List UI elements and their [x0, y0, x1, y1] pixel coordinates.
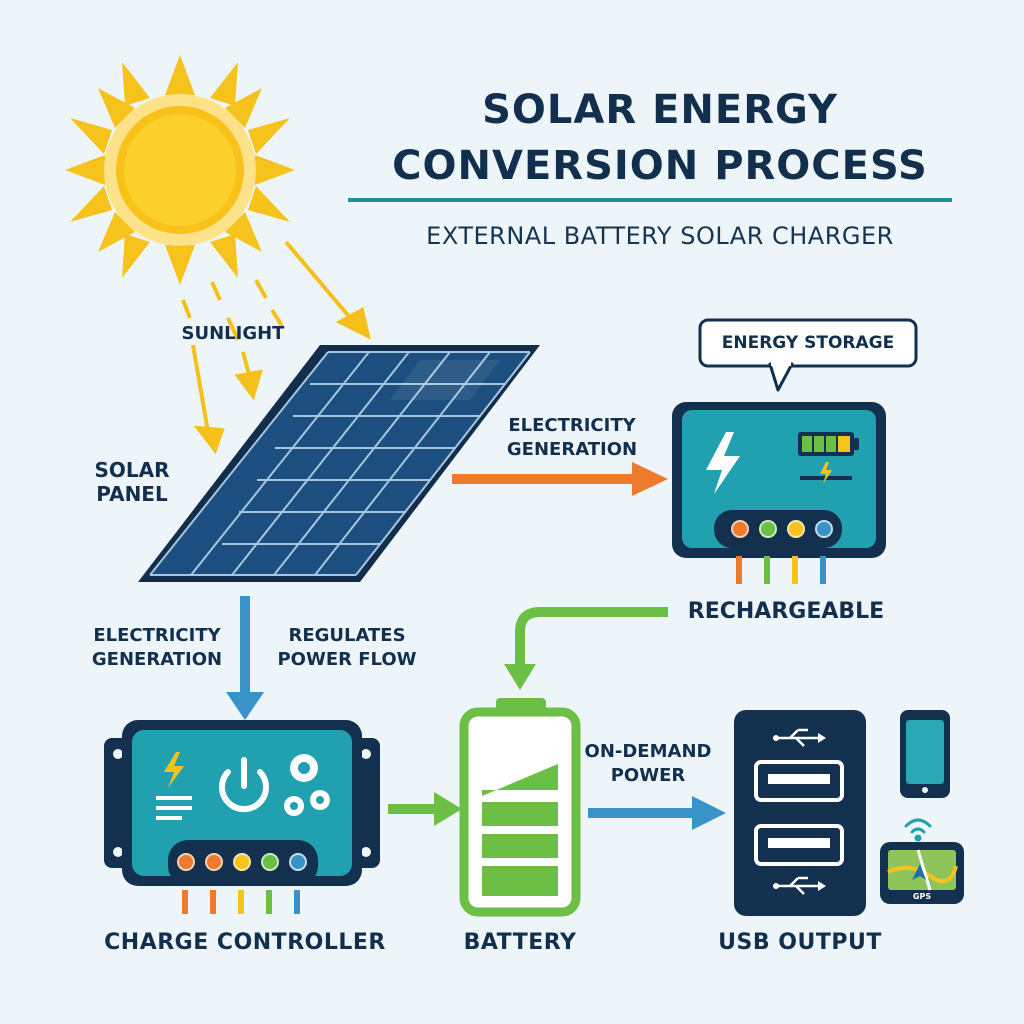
green-arrow: [388, 792, 462, 826]
sunlight-rays: [181, 240, 371, 455]
blue-down-arrow: [226, 596, 264, 720]
charge-controller-icon: [104, 720, 380, 914]
label-regulates-power-flow: REGULATES POWER FLOW: [262, 624, 432, 672]
label-sunlight: SUNLIGHT: [181, 323, 285, 344]
label-rechargeable: RECHARGEABLE: [687, 599, 885, 624]
title-line-2: CONVERSION PROCESS: [392, 143, 928, 189]
label-regulates-line-2: POWER FLOW: [277, 649, 417, 670]
label-on-demand-power: ON-DEMAND POWER: [578, 740, 718, 788]
title-divider: [348, 198, 952, 202]
energy-storage-bubble: [698, 318, 918, 392]
battery-icon: [459, 698, 581, 917]
caption-usb-output: USB OUTPUT: [718, 930, 882, 955]
caption-charge-controller: CHARGE CONTROLLER: [104, 930, 386, 955]
label-regulates-line-1: REGULATES: [288, 625, 406, 646]
smartphone-icon: [900, 710, 950, 798]
subtitle: EXTERNAL BATTERY SOLAR CHARGER: [426, 222, 894, 250]
label-solar-panel-line-1: SOLAR: [94, 458, 170, 482]
storage-device-icon: [672, 402, 886, 584]
label-solar-panel-line-2: PANEL: [96, 482, 168, 506]
label-electricity-generation-top: ELECTRICITY GENERATION: [482, 414, 662, 462]
label-electricity-generation-top-line-2: GENERATION: [506, 439, 638, 460]
label-electricity-generation-top-line-1: ELECTRICITY: [508, 415, 636, 436]
wifi-icon: [904, 818, 932, 842]
solar-panel-icon: [138, 345, 540, 582]
blue-arrow: [588, 796, 726, 830]
orange-arrow: [452, 462, 668, 496]
gps-device-icon: [880, 842, 964, 904]
usb-output-icon: [734, 710, 866, 916]
page-title: SOLAR ENERGY CONVERSION PROCESS: [350, 82, 970, 194]
green-recharge-arrow: [504, 607, 668, 690]
label-solar-panel: SOLAR PANEL: [72, 458, 192, 506]
label-electricity-generation-left-line-2: GENERATION: [91, 649, 223, 670]
title-line-1: SOLAR ENERGY: [482, 87, 838, 133]
label-on-demand-line-1: ON-DEMAND: [584, 741, 712, 762]
label-energy-storage: ENERGY STORAGE: [721, 333, 895, 353]
label-on-demand-line-2: POWER: [610, 765, 686, 786]
label-electricity-generation-left-line-1: ELECTRICITY: [93, 625, 221, 646]
label-electricity-generation-left: ELECTRICITY GENERATION: [72, 624, 242, 672]
label-gps: GPS: [912, 892, 932, 901]
caption-battery: BATTERY: [463, 930, 577, 955]
sun-icon: [65, 55, 295, 285]
